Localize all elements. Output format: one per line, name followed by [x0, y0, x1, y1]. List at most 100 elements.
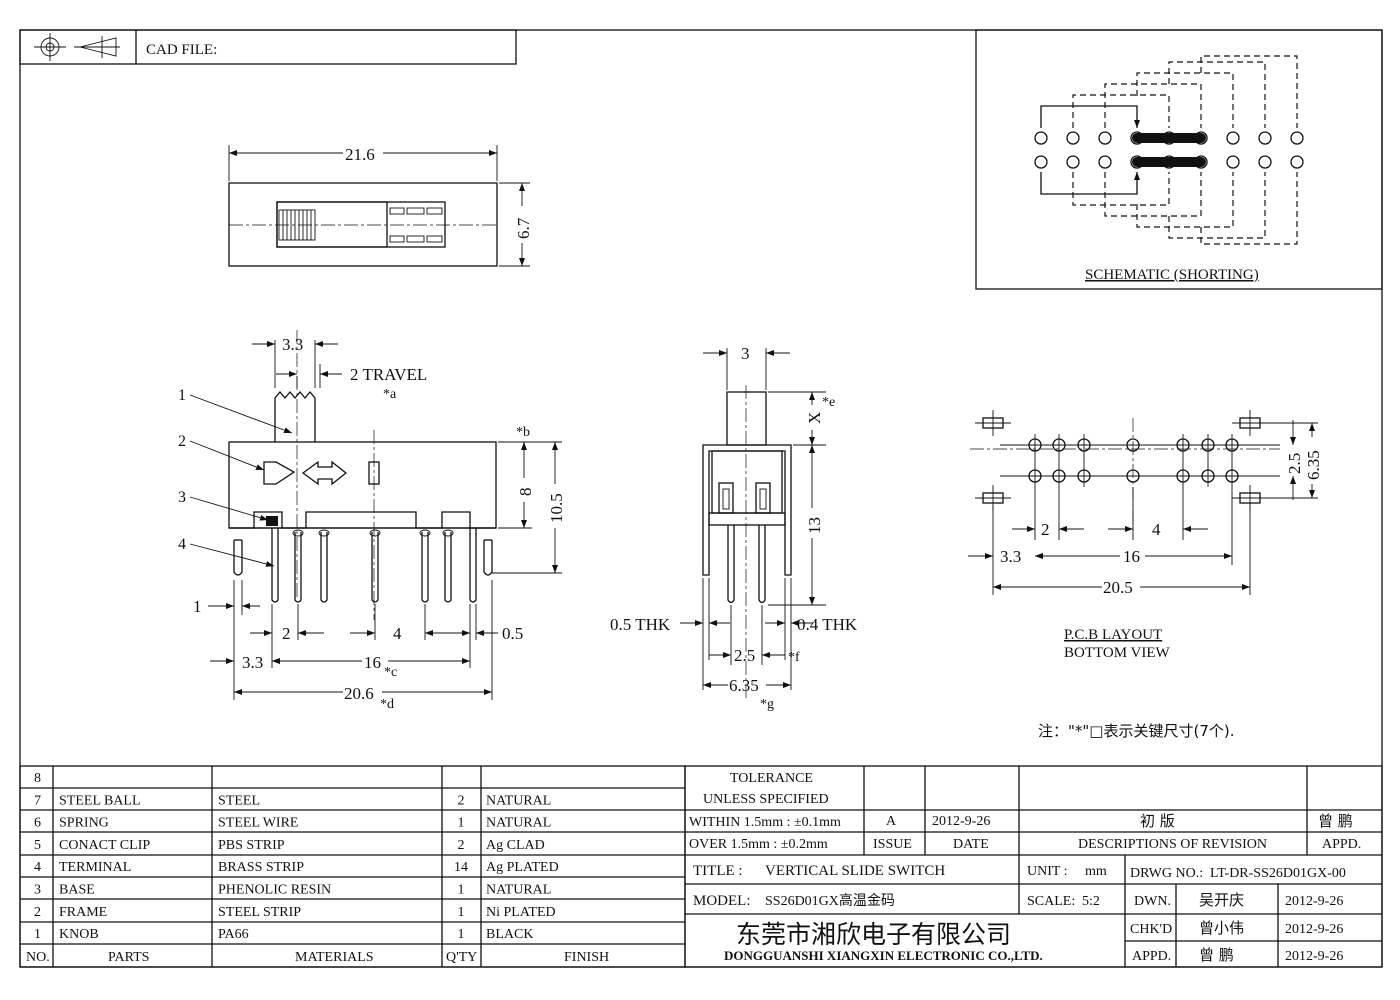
company-name-en: DONGGUANSHI XIANGXIN ELECTRONIC CO.,LTD. — [724, 948, 1043, 963]
note-d: *d — [380, 697, 394, 712]
revision-description: 初 版 — [1140, 812, 1175, 830]
bom-cell-material: PA66 — [218, 927, 249, 942]
bom-cell-qty: 14 — [454, 860, 468, 875]
bom-cell-part: CONACT CLIP — [59, 838, 150, 853]
schematic-panel: SCHEMATIC (SHORTING) — [975, 29, 1383, 290]
knob-grip — [278, 209, 316, 241]
bom-header-parts: PARTS — [108, 950, 149, 965]
schematic-caption: SCHEMATIC (SHORTING) — [1085, 267, 1259, 283]
bom-header-finish: FINISH — [564, 950, 609, 965]
note-e: *e — [822, 395, 835, 410]
bom-cell-part: KNOB — [59, 927, 99, 942]
bom-cell-qty: 1 — [458, 905, 465, 920]
unit-value: mm — [1085, 864, 1107, 879]
front-view: 3 X *e 13 0.5 THK 0.4 THK 2.5 *f 6.3 — [610, 344, 858, 712]
scale-label: SCALE: — [1027, 894, 1075, 909]
bom-cell-qty: 2 — [458, 838, 465, 853]
checked-name: 曾小伟 — [1199, 919, 1244, 937]
drawn-name: 吴开庆 — [1199, 891, 1244, 909]
pcb-caption-2: BOTTOM VIEW — [1064, 645, 1171, 661]
dim-front-outer: 6.35 — [729, 676, 759, 695]
dim-pitch-mid: 4 — [393, 624, 402, 643]
dim-pcb-offset: 3.3 — [1000, 547, 1021, 566]
dim-row-pitch: 2.5 — [734, 646, 755, 665]
company-name-cn: 东莞市湘欣电子有限公司 — [736, 920, 1011, 949]
dim-travel: 2 TRAVEL — [350, 365, 427, 384]
bom-cell-no: 5 — [34, 838, 41, 853]
dim-pcb-row-pitch: 2.5 — [1285, 453, 1304, 474]
note-a: *a — [383, 387, 397, 402]
tolerance-label-1: TOLERANCE — [730, 771, 813, 786]
dim-body-height: 8 — [516, 488, 535, 497]
dim-pin-offset: 1 — [193, 597, 202, 616]
bom-cell-material: STEEL WIRE — [218, 816, 299, 831]
bom-header-materials: MATERIALS — [295, 950, 374, 965]
dim-thk-right: 0.4 THK — [797, 615, 858, 634]
bom-cell-qty: 1 — [458, 927, 465, 942]
drawing-number-value: LT-DR-SS26D01GX-00 — [1210, 866, 1346, 881]
note-b: *b — [516, 425, 530, 440]
bom-cell-material: PHENOLIC RESIN — [218, 883, 331, 898]
bom-cell-no: 1 — [34, 927, 41, 942]
header-box: CAD FILE: — [19, 29, 517, 65]
bom-cell-finish: NATURAL — [486, 816, 551, 831]
bom-cell-part: BASE — [59, 883, 95, 898]
callout-2: 2 — [178, 433, 186, 450]
pcb-caption-1: P.C.B LAYOUT — [1064, 627, 1162, 643]
drawn-label: DWN. — [1134, 894, 1171, 909]
bom-cell-qty: 2 — [458, 793, 465, 808]
checked-date: 2012-9-26 — [1285, 922, 1343, 937]
dim-pcb-outer: 6.35 — [1304, 450, 1323, 480]
dim-knob-width: 3.3 — [282, 335, 303, 354]
bom-cell-no: 4 — [34, 860, 41, 875]
callout-4: 4 — [178, 536, 186, 553]
date-header: DATE — [953, 837, 989, 852]
title-value: VERTICAL SLIDE SWITCH — [765, 863, 945, 879]
approved-name: 曾 鹏 — [1199, 946, 1234, 964]
bom-cell-finish: BLACK — [486, 927, 533, 942]
issue-header: ISSUE — [873, 837, 912, 852]
note-c: *c — [384, 665, 397, 680]
dim-thk-left: 0.5 THK — [610, 615, 671, 634]
bom-cell-part: STEEL BALL — [59, 793, 141, 808]
dim-top-width: 21.6 — [345, 145, 375, 164]
approved-header: APPD. — [1322, 837, 1361, 852]
dim-pcb-pitch-mid: 4 — [1152, 520, 1161, 539]
cad-file-label: CAD FILE: — [146, 42, 217, 58]
dim-pin-width: 0.5 — [502, 624, 523, 643]
bom-cell-part: FRAME — [59, 905, 107, 920]
dim-span-16: 16 — [364, 653, 381, 672]
revision-approver: 曾 鹏 — [1318, 812, 1353, 830]
bom-cell-no: 6 — [34, 816, 41, 831]
side-view: 1 2 3 4 3.3 2 TRAVEL *a *b 8 10.5 1 — [178, 330, 566, 712]
date-value: 2012-9-26 — [932, 814, 990, 829]
bom-cell-no: 2 — [34, 905, 41, 920]
tolerance-over: OVER 1.5mm : ±0.2mm — [689, 837, 828, 852]
note-f: *f — [788, 650, 800, 665]
bom-header-qty: Q'TY — [446, 950, 477, 965]
tolerance-within: WITHIN 1.5mm : ±0.1mm — [689, 815, 841, 830]
third-angle-projection-icon — [34, 33, 120, 61]
title-label: TITLE : — [693, 863, 743, 879]
dim-pcb-pitch-left: 2 — [1041, 520, 1050, 539]
dim-pcb-span-205: 20.5 — [1103, 578, 1133, 597]
bom-cell-part: TERMINAL — [59, 860, 131, 875]
dim-top-height: 6.7 — [514, 217, 533, 239]
pcb-holes — [1000, 434, 1280, 487]
bom-cell-material: STEEL STRIP — [218, 905, 301, 920]
bom-cell-finish: Ag PLATED — [486, 860, 559, 875]
tolerance-label-2: UNLESS SPECIFIED — [703, 792, 829, 807]
dim-span-206: 20.6 — [344, 684, 374, 703]
issue-value: A — [886, 814, 897, 829]
top-view: 21.6 6.7 — [228, 145, 533, 267]
key-dimension-note: 注："*"□表示关键尺寸(7个). — [1038, 722, 1235, 740]
bom-cell-no: 3 — [34, 883, 41, 898]
bom-cell-finish: Ni PLATED — [486, 905, 556, 920]
dim-x: X — [805, 412, 824, 424]
model-label: MODEL: — [693, 893, 751, 909]
callout-1: 1 — [178, 387, 186, 404]
bom-cell-no: 8 — [34, 771, 41, 786]
bom-cell-no: 7 — [34, 793, 41, 808]
